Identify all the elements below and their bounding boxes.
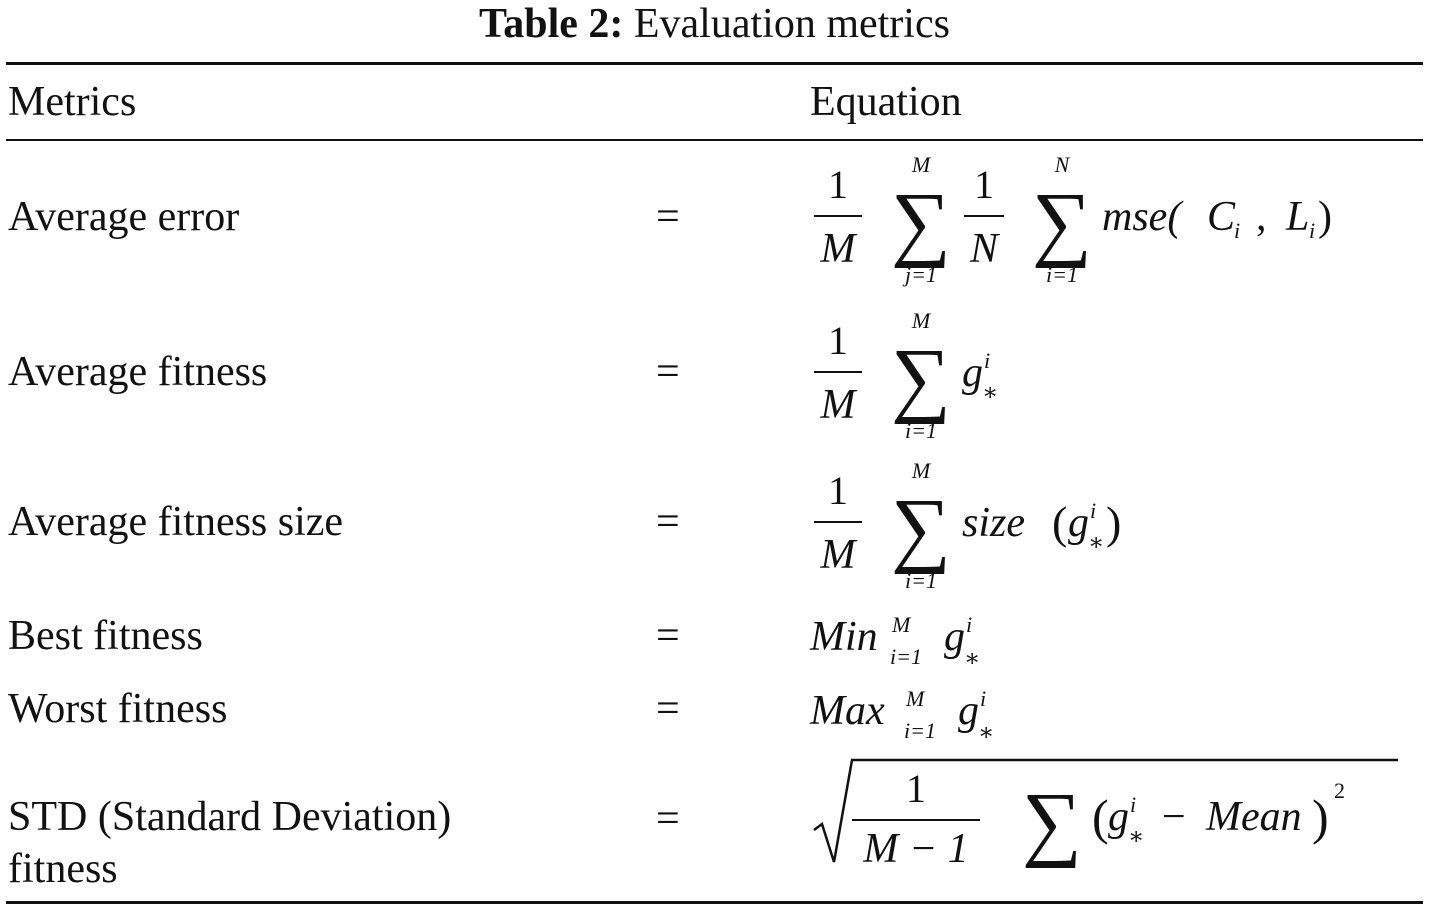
min-operator: Min [809,614,878,660]
close-paren: ) [1312,789,1329,845]
sum-upper-limit: M [911,152,932,177]
subscript-i: i [1234,218,1240,243]
denominator: M [820,532,858,578]
subscript-star: ∗ [964,646,980,672]
metric-average-error: Average error [8,194,240,240]
equals-sign: = [656,499,680,545]
caption-text: Evaluation metrics [633,1,950,47]
bottom-rule [6,901,1423,904]
summation-symbol: ∑ [1022,776,1082,869]
denominator: N [969,226,1000,272]
sum-lower-limit: j=1 [902,262,937,287]
header-rule [6,139,1423,141]
sum-upper-limit: M [911,458,932,483]
sum-upper-limit: N [1054,152,1071,177]
denominator: M [820,382,858,428]
equals-sign: = [656,796,680,842]
variable-g: g [1108,794,1129,840]
denominator: M [820,226,858,272]
summation-symbol: ∑ [891,482,951,575]
subscript-i: i [1309,218,1315,243]
variable-c: C [1207,194,1236,240]
op-subscript: i=1 [890,644,922,669]
formula-average-fitness: 1 M M ∑ i=1 g i ∗ [814,308,998,443]
superscript-i: i [980,686,986,711]
formula-average-error: 1 M M ∑ j=1 1 N N ∑ i=1 mse( C i , L i ) [814,152,1332,287]
header-equation: Equation [810,79,962,125]
variable-g: g [958,688,979,734]
minus-sign: − [1162,794,1186,840]
metric-average-fitness: Average fitness [8,349,268,395]
formula-best-fitness: Min M i=1 g i ∗ [809,612,980,672]
equals-sign: = [656,686,680,732]
superscript-i: i [1130,792,1136,817]
max-operator: Max [809,688,885,734]
header-metrics: Metrics [8,79,137,125]
sum-lower-limit: i=1 [1046,262,1078,287]
variable-g: g [1068,500,1089,546]
mse-function: mse( [1102,194,1184,240]
numerator: 1 [828,318,848,363]
metric-best-fitness: Best fitness [8,613,203,659]
numerator: 1 [828,468,848,513]
metric-average-fitness-size: Average fitness size [8,499,344,545]
denominator: M − 1 [862,826,968,872]
variable-g: g [944,614,965,660]
subscript-star: ∗ [978,720,994,746]
formula-average-fitness-size: 1 M M ∑ i=1 size ( g i ∗ ) [814,458,1121,593]
power-two: 2 [1334,778,1345,803]
variable-g: g [962,350,983,396]
equals-sign: = [656,349,680,395]
metric-std-fitness-line2: fitness [8,846,118,892]
metric-worst-fitness: Worst fitness [8,686,228,732]
open-paren: ( [1052,497,1067,548]
op-superscript: M [905,686,926,711]
subscript-star: ∗ [1088,530,1104,556]
variable-l: L [1285,194,1309,240]
subscript-star: ∗ [982,380,998,406]
formula-std-fitness: 1 M − 1 ∑ ( g i ∗ − Mean ) 2 [813,758,1398,872]
numerator: 1 [828,162,848,207]
numerator: 1 [906,766,926,811]
op-subscript: i=1 [904,718,936,743]
equals-sign: = [656,194,680,240]
superscript-i: i [966,612,972,637]
superscript-i: i [1090,498,1096,523]
superscript-i: i [984,348,990,373]
summation-symbol: ∑ [1032,176,1092,269]
summation-symbol: ∑ [891,176,951,269]
table-caption: Table 2: Evaluation metrics [0,0,1429,48]
op-superscript: M [891,612,912,637]
open-paren: ( [1092,789,1109,845]
formula-worst-fitness: Max M i=1 g i ∗ [809,686,994,746]
sum-upper-limit: M [911,308,932,333]
metric-std-fitness-line1: STD (Standard Deviation) [8,794,452,840]
comma: , [1256,194,1267,240]
top-rule [6,62,1423,65]
summation-symbol: ∑ [891,332,951,425]
subscript-star: ∗ [1128,824,1144,850]
size-function: size [962,500,1025,546]
equals-sign: = [656,613,680,659]
caption-label: Table 2: [479,1,624,47]
square-root-sign [813,758,1398,863]
close-paren: ) [1318,194,1332,240]
sum-lower-limit: i=1 [905,568,937,593]
mean-variable: Mean [1205,794,1302,840]
numerator: 1 [974,162,994,207]
close-paren: ) [1106,497,1121,548]
sum-lower-limit: i=1 [905,418,937,443]
